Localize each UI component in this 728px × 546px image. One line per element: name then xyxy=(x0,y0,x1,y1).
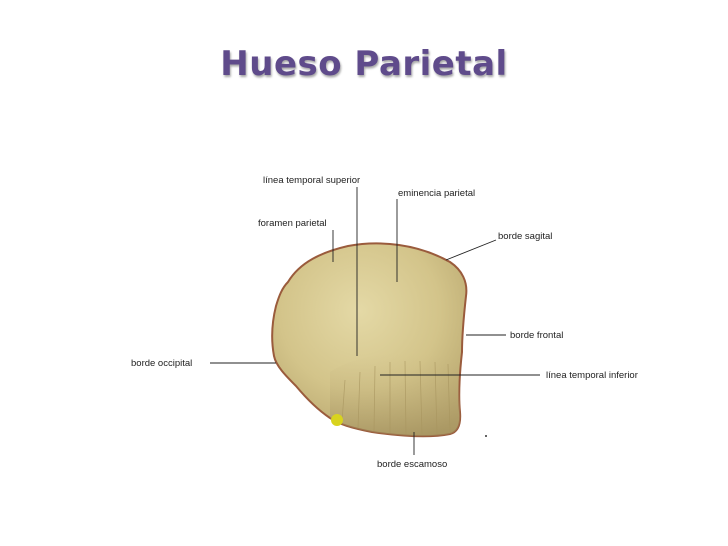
label-borde-frontal: borde frontal xyxy=(510,330,563,341)
slide-title: Hueso Parietal xyxy=(220,44,508,84)
label-linea-temporal-inferior: línea temporal inferior xyxy=(546,370,638,381)
small-dot xyxy=(485,435,487,437)
label-eminencia-parietal: eminencia parietal xyxy=(398,188,475,199)
leader-lines xyxy=(210,187,540,455)
leader-borde-sagital xyxy=(445,239,497,261)
label-borde-sagital: borde sagital xyxy=(498,231,552,242)
yellow-marker xyxy=(331,414,343,426)
squamous-region xyxy=(330,352,461,437)
label-borde-occipital: borde occipital xyxy=(131,358,192,369)
label-borde-escamoso: borde escamoso xyxy=(377,459,447,470)
label-foramen-parietal: foramen parietal xyxy=(258,218,327,229)
label-linea-temporal-superior: línea temporal superior xyxy=(263,175,360,186)
